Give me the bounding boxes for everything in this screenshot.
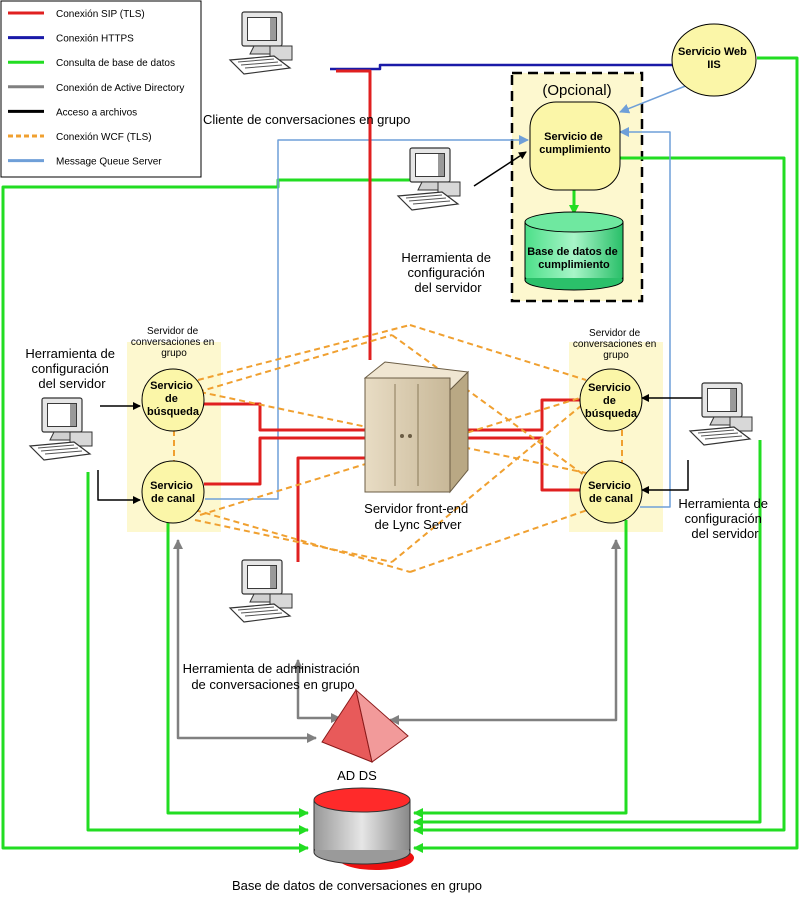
mq-line-channel-right [619, 127, 671, 508]
db-line-config-right [418, 440, 762, 824]
adds-pyramid-icon [321, 688, 409, 763]
legend-box [0, 0, 202, 178]
db-line-config-left [86, 472, 306, 832]
sip-line-admin [296, 456, 370, 562]
legend-label-1: Conexión HTTPS [56, 34, 134, 45]
sip-line-lookup-right [468, 398, 582, 432]
legend: Conexión SIP (TLS) Conexión HTTPS Consulta… [0, 0, 202, 178]
compliance-database-icon [524, 211, 624, 291]
channel-service-left-label: Servicio de canal [150, 480, 196, 505]
db-line-channel-right [418, 520, 628, 815]
iis-service [671, 23, 757, 97]
sip-line-lookup-left [204, 402, 370, 432]
sip-line-channel-left [204, 436, 370, 486]
frontend-label: Servidor front-end de Lync Server [364, 501, 472, 532]
db-line-iis [418, 56, 799, 850]
channel-service-right [579, 460, 643, 524]
config-tool-left-label: Herramienta de configuración del servido… [25, 346, 118, 391]
channel-service-left [141, 460, 205, 524]
adds-label: AD DS [337, 768, 377, 783]
channel-service-right-label: Servicio de canal [588, 480, 634, 505]
config-tool-right-computer-icon [689, 382, 753, 446]
ad-line-channel-left [173, 539, 317, 743]
gc-database-icon [313, 787, 414, 870]
config-tool-left-computer-icon [29, 397, 93, 461]
client-label: Cliente de conversaciones en grupo [203, 112, 410, 127]
db-line-compliance [418, 156, 786, 832]
mq-line-iis [619, 84, 689, 114]
config-tool-right-label: Herramienta de configuración del servido… [678, 496, 771, 541]
lookup-service-right [579, 368, 643, 432]
ad-line-admin [293, 659, 341, 723]
client-computer-icon [229, 11, 293, 75]
config-tool-top-label: Herramienta de configuración del servido… [401, 250, 494, 295]
lookup-service-left [141, 368, 205, 432]
gc-server-right-label: Servidor de conversaciones en grupo [573, 328, 659, 361]
legend-label-4: Acceso a archivos [56, 107, 137, 118]
https-line [330, 63, 676, 71]
sip-line-channel-right [468, 436, 582, 492]
file-line-left-channel [97, 470, 141, 504]
gc-db-label: Base de datos de conversaciones en grupo [232, 878, 482, 893]
lookup-service-left-label: Servicio de búsqueda [147, 380, 200, 418]
sip-line-client [336, 69, 372, 360]
compliance-db-label: Base de datos de cumplimiento [527, 246, 621, 271]
admin-tool-label: Herramienta de administración de convers… [183, 661, 364, 692]
db-line-channel-left [166, 520, 306, 815]
file-line-config-top [473, 151, 527, 187]
db-line-config-top [1, 178, 417, 850]
iis-label: Servicio Web IIS [678, 46, 750, 71]
lookup-service-right-label: Servicio de búsqueda [585, 382, 638, 420]
optional-label: (Opcional) [542, 82, 611, 99]
legend-label-5: Conexión WCF (TLS) [56, 132, 152, 143]
gc-server-left-label: Servidor de conversaciones en grupo [131, 326, 217, 359]
legend-label-6: Message Queue Server [56, 157, 162, 168]
legend-label-3: Conexión de Active Directory [56, 83, 184, 94]
connections [1, 56, 799, 853]
compliance-service [529, 101, 621, 191]
admin-tool-computer-icon [229, 559, 293, 623]
legend-label-0: Conexión SIP (TLS) [56, 9, 145, 20]
frontend-server-icon [363, 361, 470, 494]
ad-line-channel-right [389, 539, 621, 725]
mq-line-channel-left [205, 135, 529, 500]
legend-label-2: Consulta de base de datos [56, 58, 175, 69]
compliance-service-label: Servicio de cumplimiento [539, 131, 611, 156]
file-line-right-channel [641, 460, 689, 494]
